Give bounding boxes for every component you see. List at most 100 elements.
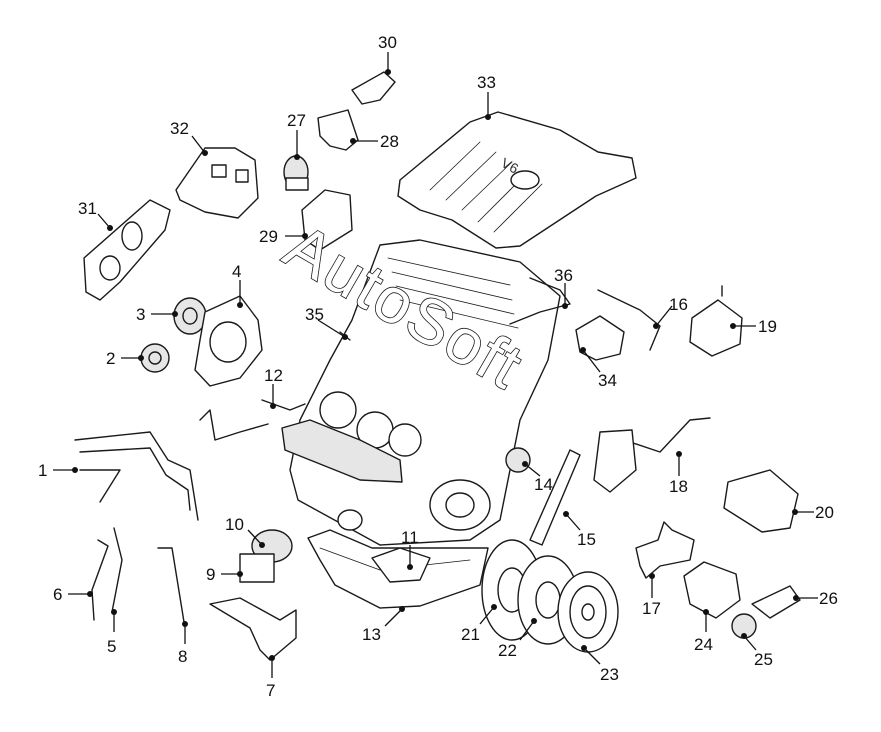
callout-label-21: 21	[461, 625, 480, 644]
callout-label-17: 17	[642, 599, 661, 618]
callout-label-22: 22	[498, 641, 517, 660]
callout-18: 18	[669, 451, 688, 496]
callout-13: 13	[362, 606, 405, 644]
vacuum-pump	[689, 285, 743, 357]
callout-20: 20	[792, 503, 834, 522]
callout-label-32: 32	[170, 119, 189, 138]
callout-7: 7	[266, 655, 275, 700]
torque-rod	[751, 585, 801, 619]
callout-label-8: 8	[178, 647, 187, 666]
callout-label-13: 13	[362, 625, 381, 644]
hose-6	[91, 539, 109, 621]
callout-32: 32	[170, 119, 208, 156]
oil-strainer	[371, 547, 431, 583]
callout-10: 10	[225, 515, 265, 548]
callout-22: 22	[498, 618, 537, 660]
callout-36: 36	[554, 266, 573, 309]
engine-cover: V6	[397, 111, 637, 249]
callout-label-4: 4	[232, 262, 241, 281]
callout-label-27: 27	[287, 111, 306, 130]
callout-label-28: 28	[380, 132, 399, 151]
pressure-plate	[557, 571, 619, 653]
bracket-17	[635, 521, 695, 579]
callout-11: 11	[401, 528, 419, 570]
starter-motor	[723, 469, 799, 533]
callout-19: 19	[730, 317, 777, 336]
oil-filter	[239, 529, 293, 583]
callout-21: 21	[461, 604, 497, 644]
tensioner-pulley	[173, 297, 207, 335]
callout-label-33: 33	[477, 73, 496, 92]
callout-2: 2	[106, 349, 144, 368]
callout-34: 34	[580, 347, 617, 390]
timing-cover-upper	[175, 147, 259, 219]
callout-9: 9	[206, 565, 243, 584]
callout-label-11: 11	[401, 528, 419, 547]
callout-15: 15	[563, 511, 596, 549]
callout-label-6: 6	[53, 585, 62, 604]
callout-label-18: 18	[669, 477, 688, 496]
callout-layer: 30 33 27 28 32 31 29	[38, 33, 838, 700]
callout-label-2: 2	[106, 349, 115, 368]
mount-bracket-29	[301, 189, 353, 251]
mount-bracket-24	[683, 561, 741, 619]
coolant-pipes	[74, 409, 269, 521]
callout-label-23: 23	[600, 665, 619, 684]
callout-label-36: 36	[554, 266, 573, 285]
water-pump	[505, 447, 531, 473]
callout-33: 33	[477, 73, 496, 120]
callout-4: 4	[232, 262, 243, 308]
callout-label-20: 20	[815, 503, 834, 522]
callout-1: 1	[38, 461, 78, 480]
callout-label-9: 9	[206, 565, 215, 584]
v6-badge: V6	[499, 155, 522, 177]
dipstick-tube	[261, 399, 306, 411]
callout-label-30: 30	[378, 33, 397, 52]
callout-label-10: 10	[225, 515, 244, 534]
callout-30: 30	[378, 33, 397, 75]
callout-label-14: 14	[534, 475, 553, 494]
callout-25: 25	[741, 633, 773, 669]
callout-label-7: 7	[266, 681, 275, 700]
callout-label-3: 3	[136, 305, 145, 324]
callout-12: 12	[264, 366, 283, 409]
mount-bracket-30	[351, 71, 396, 105]
callout-label-25: 25	[754, 650, 773, 669]
callout-label-19: 19	[758, 317, 777, 336]
callout-label-16: 16	[669, 295, 688, 314]
oil-dipstick	[157, 547, 185, 623]
timing-housing	[194, 295, 263, 387]
callout-label-24: 24	[694, 635, 713, 654]
coolant-hose-18	[617, 417, 711, 453]
callout-14: 14	[522, 461, 553, 494]
engine-mount	[283, 155, 309, 191]
callout-26: 26	[793, 589, 838, 608]
mount-bracket-28	[317, 109, 359, 151]
thermostat-housing	[575, 315, 625, 361]
callout-5: 5	[107, 609, 117, 656]
callout-6: 6	[53, 585, 93, 604]
callout-label-34: 34	[598, 371, 617, 390]
parts-layer: V6	[74, 71, 801, 661]
callout-17: 17	[642, 573, 661, 618]
callout-27: 27	[287, 111, 306, 160]
engine-block	[281, 239, 561, 546]
callout-label-15: 15	[577, 530, 596, 549]
callout-8: 8	[178, 621, 188, 666]
callout-3: 3	[136, 305, 178, 324]
coolant-hose-16	[597, 289, 661, 351]
callout-label-26: 26	[819, 589, 838, 608]
callout-28: 28	[350, 132, 399, 151]
callout-label-31: 31	[78, 199, 97, 218]
sensor-cable	[111, 527, 123, 613]
callout-29: 29	[259, 227, 308, 246]
callout-label-1: 1	[38, 461, 47, 480]
callout-24: 24	[694, 609, 713, 654]
callout-35: 35	[305, 305, 348, 340]
breather-hose	[509, 277, 571, 325]
timing-cover-lower	[83, 199, 171, 301]
coolant-pipe-15	[529, 429, 637, 546]
callout-label-5: 5	[107, 637, 116, 656]
oil-filter-bracket	[209, 597, 297, 661]
